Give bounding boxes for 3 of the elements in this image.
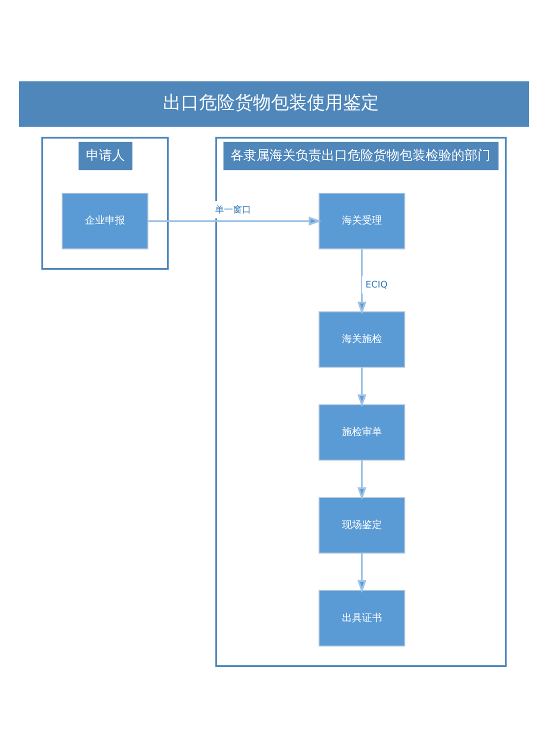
diagram-title: 出口危险货物包装使用鉴定: [162, 92, 379, 114]
edge-label: 单一窗口: [215, 205, 252, 216]
edge-label: ECIQ: [366, 280, 388, 291]
